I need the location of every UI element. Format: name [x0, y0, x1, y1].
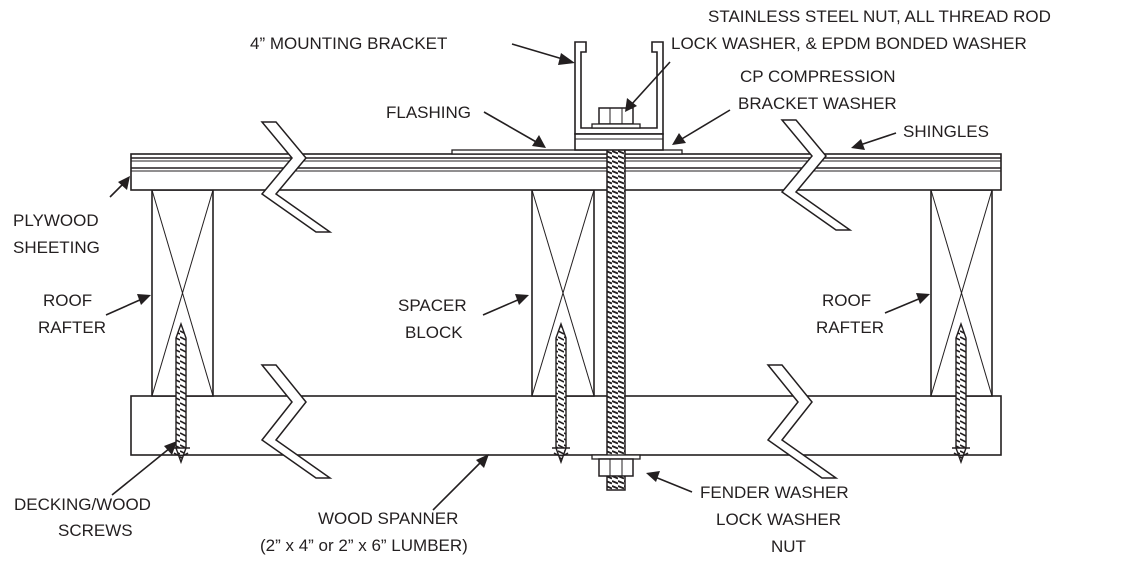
label-cp-washer: CP COMPRESSION BRACKET WASHER [738, 67, 897, 113]
compression-bracket-washer [574, 133, 664, 151]
label-mounting-bracket: 4” MOUNTING BRACKET [250, 34, 447, 53]
label-rafter-left: ROOF RAFTER [38, 291, 106, 337]
bottom-nut-washers [591, 454, 641, 477]
flashing [451, 149, 683, 155]
fender-label-line1: FENDER WASHER [700, 483, 849, 502]
screws-label-line1: DECKING/WOOD [14, 495, 151, 514]
fender-label-line3: NUT [771, 537, 806, 556]
roof-layers [130, 153, 1002, 191]
nut-label-line2: LOCK WASHER, & EPDM BONDED WASHER [671, 34, 1027, 53]
flashing-label: FLASHING [386, 103, 471, 122]
break-symbols [260, 119, 853, 479]
shingles-label: SHINGLES [903, 122, 989, 141]
wood-screw-middle [552, 321, 570, 465]
fender-label-line2: LOCK WASHER [716, 510, 841, 529]
spanner-label-line2: (2” x 4” or 2” x 6” LUMBER) [260, 536, 468, 555]
plywood-label-line2: SHEETING [13, 238, 100, 257]
wood-screw-right [952, 321, 970, 465]
screws-label-line2: SCREWS [58, 521, 133, 540]
label-spanner: WOOD SPANNER (2” x 4” or 2” x 6” LUMBER) [260, 509, 468, 555]
leader-lines [105, 43, 930, 511]
label-rafter-right: ROOF RAFTER [816, 291, 884, 337]
nut-label-line1: STAINLESS STEEL NUT, ALL THREAD ROD [708, 7, 1051, 26]
label-nut-rod: STAINLESS STEEL NUT, ALL THREAD ROD LOCK… [671, 7, 1051, 53]
rafter-right-label-line1: ROOF [822, 291, 871, 310]
label-fender: FENDER WASHER LOCK WASHER NUT [700, 483, 849, 556]
all-thread-rod [606, 127, 626, 491]
rafter-right-label-line2: RAFTER [816, 318, 884, 337]
plywood-label-line1: PLYWOOD [13, 211, 99, 230]
label-flashing: FLASHING [386, 103, 471, 122]
label-screws: DECKING/WOOD SCREWS [14, 495, 151, 540]
wood-screw-left [172, 321, 190, 465]
spanner-label-line1: WOOD SPANNER [318, 509, 458, 528]
cp-label-line2: BRACKET WASHER [738, 94, 897, 113]
spacer-label-line1: SPACER [398, 296, 467, 315]
label-shingles: SHINGLES [903, 122, 989, 141]
rafter-left-label-line1: ROOF [43, 291, 92, 310]
cp-label-line1: CP COMPRESSION [740, 67, 896, 86]
rafter-left-label-line2: RAFTER [38, 318, 106, 337]
mounting-bracket-label: 4” MOUNTING BRACKET [250, 34, 447, 53]
label-spacer: SPACER BLOCK [398, 296, 467, 342]
label-plywood: PLYWOOD SHEETING [13, 211, 100, 257]
spacer-label-line2: BLOCK [405, 323, 463, 342]
top-nut-washers [591, 107, 641, 129]
